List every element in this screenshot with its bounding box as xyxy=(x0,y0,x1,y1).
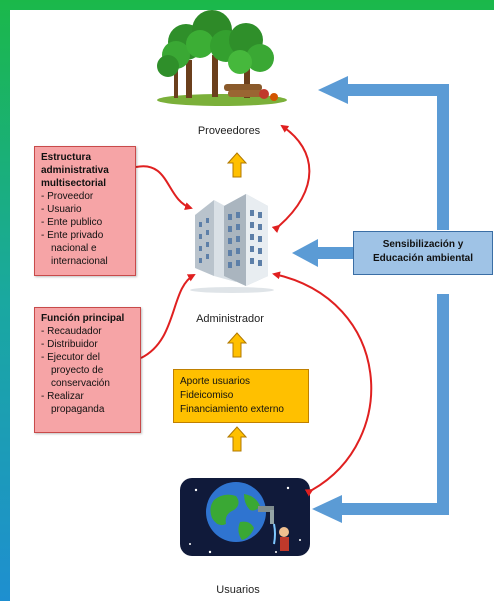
list-item: Recaudador xyxy=(41,325,136,338)
blue-arrow-to-users xyxy=(312,294,449,523)
awareness-line-2: Educación ambiental xyxy=(372,253,474,264)
awareness-box: Sensibilización y Educación ambiental xyxy=(353,231,493,275)
providers-label: Proveedores xyxy=(197,125,261,137)
red-arrow-users-to-admin xyxy=(272,271,373,497)
function-box: Función principal Recaudador Distribuido… xyxy=(34,307,141,433)
function-box-list: Recaudador Distribuidor Ejecutor del pro… xyxy=(35,325,140,420)
blue-arrow-to-providers xyxy=(318,76,449,230)
funding-line: Financiamiento externo xyxy=(180,404,284,415)
up-arrow-to-providers xyxy=(226,152,248,178)
list-item: Ejecutor del proyecto de conservación xyxy=(41,351,136,390)
blue-arrow-to-admin xyxy=(292,239,353,267)
list-item: Distribuidor xyxy=(41,338,136,351)
list-item: Ente privado nacional e internacional xyxy=(41,229,131,268)
structure-box-list: Proveedor Usuario Ente publico Ente priv… xyxy=(35,190,135,272)
funding-line: Aporte usuarios xyxy=(180,376,251,387)
globe-illustration xyxy=(180,478,310,556)
red-arrow-admin-to-providers xyxy=(271,124,311,233)
list-item: Ente publico xyxy=(41,216,131,229)
red-arrow-function-to-admin xyxy=(140,274,196,359)
up-arrow-to-funding xyxy=(226,426,248,452)
admin-label: Administrador xyxy=(196,313,264,325)
list-item: Usuario xyxy=(41,203,131,216)
users-label: Usuarios xyxy=(216,584,260,596)
up-arrow-to-admin xyxy=(226,332,248,358)
funding-box: Aporte usuarios Fideicomiso Financiamien… xyxy=(173,369,309,423)
structure-box: Estructura administrativa multisectorial… xyxy=(34,146,136,276)
function-box-title: Función principal xyxy=(41,313,125,324)
awareness-line-1: Sensibilización y xyxy=(382,239,464,250)
forest-illustration xyxy=(157,10,287,106)
list-item: Proveedor xyxy=(41,190,131,203)
red-arrow-structure-to-admin xyxy=(135,165,193,210)
list-item: Realizar propaganda xyxy=(41,390,136,416)
funding-line: Fideicomiso xyxy=(180,390,234,401)
structure-box-title: Estructura administrativa multisectorial xyxy=(41,152,109,189)
building-illustration xyxy=(190,194,274,293)
